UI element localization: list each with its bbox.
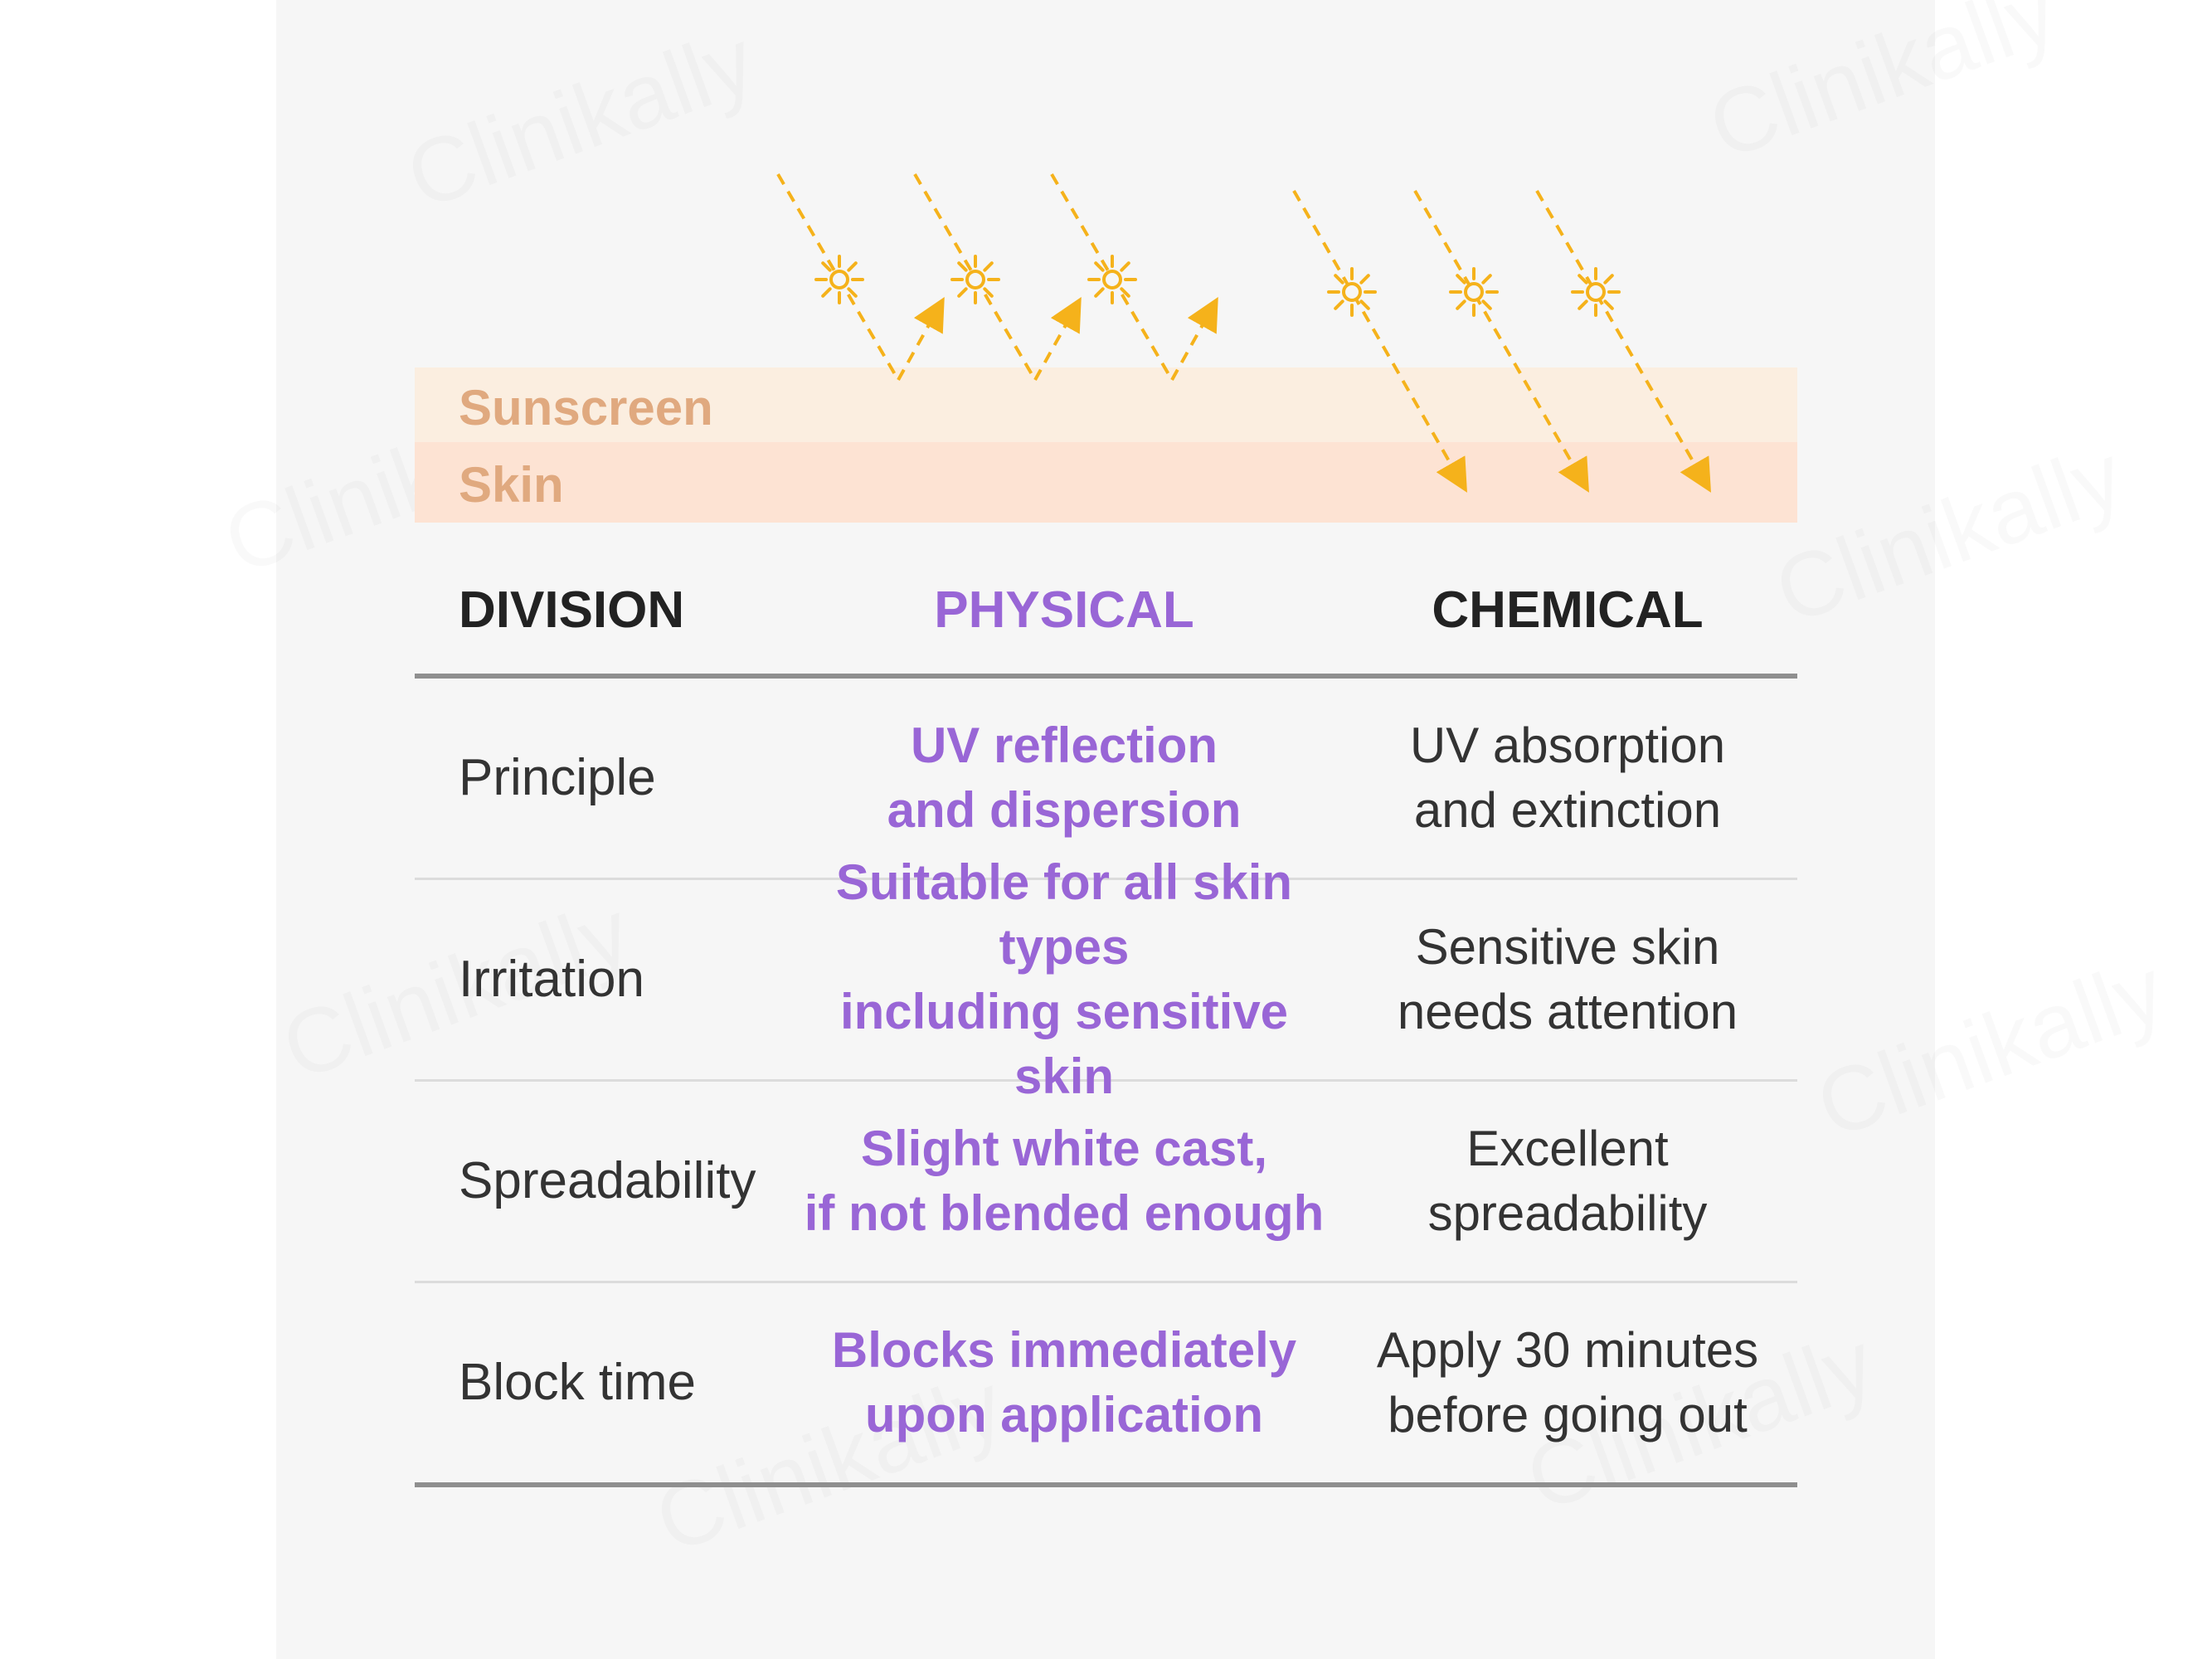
sun-icon (1449, 267, 1499, 317)
physical-value: Slight white cast, if not blended enough (804, 1121, 1325, 1241)
sun-icon (814, 255, 864, 304)
dashed-arrow-icon (1170, 297, 1218, 381)
chemical-value: UV absorption and extinction (1409, 718, 1726, 838)
physical-value: Suitable for all skin types including se… (835, 854, 1293, 1104)
sun-icon (1571, 267, 1621, 317)
dashed-arrow-icon (897, 297, 945, 381)
uv-rays-diagram (776, 173, 1711, 493)
table-row: Irritation Suitable for all skin types i… (415, 854, 1797, 1104)
row-label: Spreadability (459, 1151, 756, 1209)
skin-layer-label: Skin (459, 457, 564, 513)
dashed-arrow-icon (1535, 190, 1711, 493)
row-label: Irritation (459, 950, 644, 1008)
dashed-arrow-icon (1292, 190, 1467, 493)
chemical-value: Sensitive skin needs attention (1397, 919, 1738, 1039)
watermark: Clinikally (1803, 937, 2177, 1160)
sun-icon (1327, 267, 1377, 317)
header-chemical: CHEMICAL (1432, 581, 1704, 639)
physical-value: Blocks immediately upon application (831, 1322, 1297, 1443)
row-label: Principle (459, 748, 656, 806)
header-physical: PHYSICAL (934, 581, 1194, 639)
sunscreen-layer-band (415, 367, 1797, 442)
header-division: DIVISION (459, 581, 685, 639)
table-row: Block time Blocks immediately upon appli… (415, 1283, 1797, 1487)
comparison-table: DIVISION PHYSICAL CHEMICAL Principle UV … (415, 547, 1797, 1487)
row-label: Block time (459, 1353, 696, 1411)
chemical-value: Excellent spreadability (1427, 1121, 1708, 1241)
sun-icon (950, 255, 1000, 304)
table-row: Spreadability Slight white cast, if not … (415, 1082, 1797, 1283)
table-row: Principle UV reflection and dispersion U… (415, 679, 1797, 880)
sun-icon (1087, 255, 1137, 304)
table-header: DIVISION PHYSICAL CHEMICAL (415, 547, 1797, 679)
chemical-value: Apply 30 minutes before going out (1376, 1322, 1759, 1443)
sunscreen-layer-label: Sunscreen (459, 380, 713, 435)
comparison-card: Clinikally Clinikally Clinikally Clinika… (276, 0, 1935, 1659)
dashed-arrow-icon (1033, 297, 1082, 381)
dashed-arrow-icon (1413, 190, 1589, 493)
physical-value: UV reflection and dispersion (887, 718, 1242, 838)
